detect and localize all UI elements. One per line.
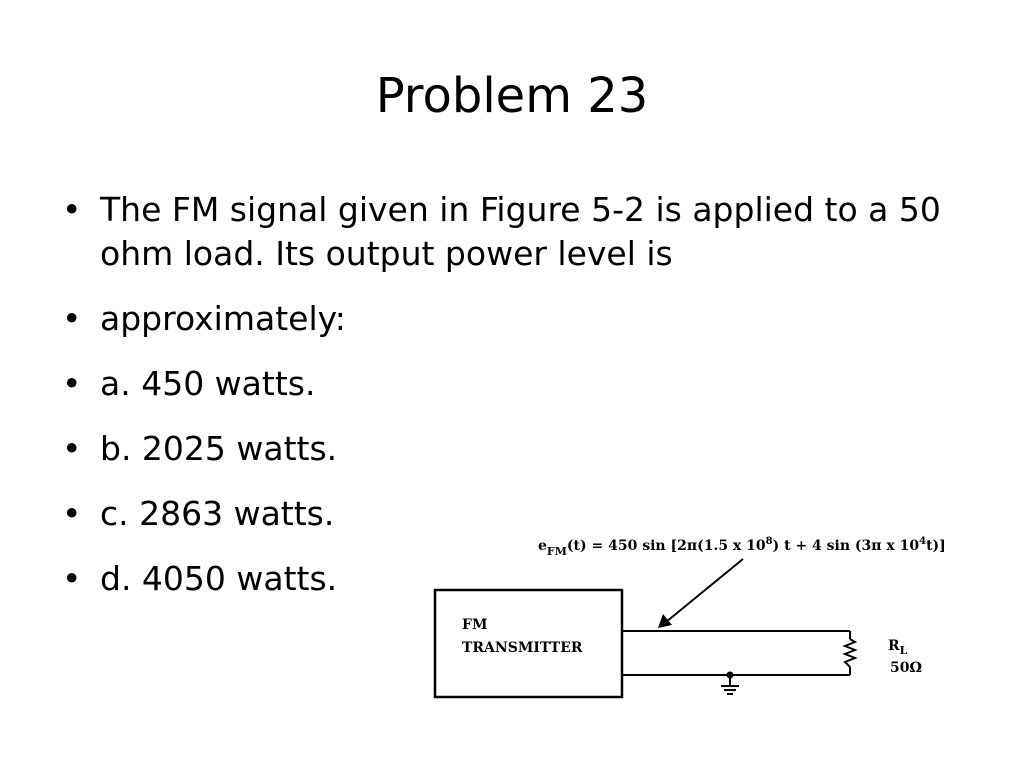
bullet-text: a. 450 watts. <box>100 364 316 403</box>
circuit-figure: eFM(t) = 450 sin [2π(1.5 x 108) t + 4 si… <box>428 526 988 711</box>
bullet-icon: • <box>62 494 82 533</box>
ground-icon <box>721 671 739 695</box>
resistor-icon <box>842 638 858 668</box>
bullet-icon: • <box>62 190 82 229</box>
transmitter-label-line1: FM <box>462 617 487 633</box>
bullet-text: b. 2025 watts. <box>100 429 338 468</box>
bullet-item-problem-statement: • The FM signal given in Figure 5-2 is a… <box>56 188 976 276</box>
bullet-icon: • <box>62 299 82 338</box>
bullet-text: The FM signal given in Figure 5-2 is app… <box>100 190 941 273</box>
resistor-label: RL <box>888 638 908 657</box>
bullet-item-option-d: • d. 4050 watts. <box>56 557 976 601</box>
bullet-icon: • <box>62 559 82 598</box>
bullet-list: • The FM signal given in Figure 5-2 is a… <box>56 188 976 622</box>
bullet-text: c. 2863 watts. <box>100 494 335 533</box>
bullet-item-option-b: • b. 2025 watts. <box>56 427 976 471</box>
bullet-icon: • <box>62 429 82 468</box>
pointer-arrow <box>658 558 744 628</box>
bullet-icon: • <box>62 364 82 403</box>
signal-equation: eFM(t) = 450 sin [2π(1.5 x 108) t + 4 si… <box>538 536 946 558</box>
bullet-text: d. 4050 watts. <box>100 559 338 598</box>
transmitter-label-line2: TRANSMITTER <box>462 640 583 656</box>
bullet-item-approximately: • approximately: <box>56 297 976 341</box>
bullet-item-option-a: • a. 450 watts. <box>56 362 976 406</box>
bullet-item-option-c: • c. 2863 watts. <box>56 492 976 536</box>
page-title: Problem 23 <box>375 68 649 124</box>
circuit-diagram: eFM(t) = 450 sin [2π(1.5 x 108) t + 4 si… <box>433 536 946 699</box>
circuit-wires <box>622 630 851 676</box>
bullet-text: approximately: <box>100 299 346 338</box>
resistor-value: 50Ω <box>890 660 922 676</box>
transmitter-box <box>433 588 624 699</box>
